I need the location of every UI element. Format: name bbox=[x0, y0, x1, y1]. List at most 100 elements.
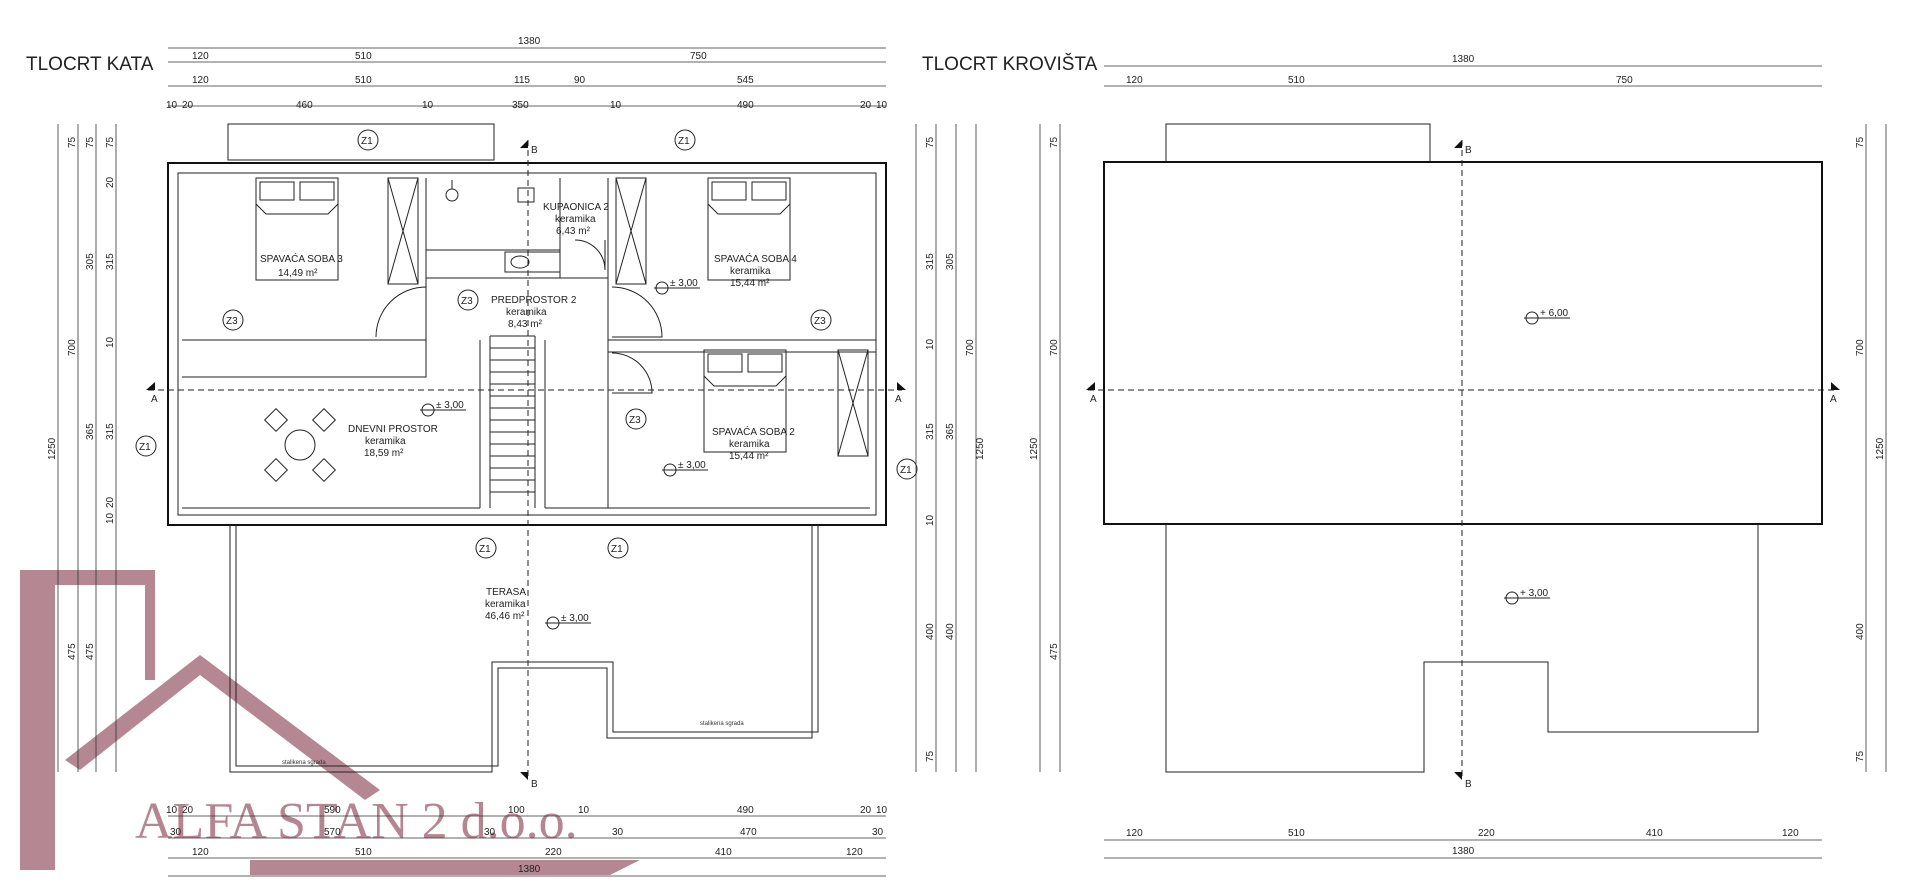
dim: 510 bbox=[355, 847, 372, 858]
dim: 410 bbox=[1646, 828, 1663, 839]
dim: 75 bbox=[1855, 136, 1866, 148]
title-floor-plan: TLOCRT KATA bbox=[26, 54, 154, 75]
dim: 100 bbox=[508, 805, 525, 816]
dim: 120 bbox=[1126, 75, 1143, 86]
room-name-bathroom-2: KUPAONICA 2 bbox=[543, 202, 609, 213]
dim: 305 bbox=[85, 253, 96, 270]
section-b-top: B bbox=[531, 145, 538, 156]
section-markers-left: A A B B bbox=[146, 140, 906, 790]
dim-total: 1380 bbox=[518, 864, 541, 875]
room-finish-hall-2: keramika bbox=[506, 307, 547, 318]
dim: 750 bbox=[1616, 75, 1633, 86]
room-name-living: DNEVNI PROSTOR bbox=[348, 424, 438, 435]
level-marker: ± 3,00 bbox=[662, 460, 708, 477]
dim: 10 bbox=[166, 805, 178, 816]
level-text: + 3,00 bbox=[1520, 588, 1549, 599]
tag-z1: Z1 bbox=[361, 136, 373, 147]
dim: 75 bbox=[925, 750, 936, 762]
level-markers-right: + 6,00 + 3,00 bbox=[1504, 308, 1570, 605]
tag-z1: Z1 bbox=[900, 465, 912, 476]
level-text: ± 3,00 bbox=[670, 278, 698, 289]
room-labels: SPAVAĆA SOBA 3 14,49 m² KUPAONICA 2 kera… bbox=[260, 202, 797, 622]
dim: 115 bbox=[514, 75, 530, 86]
bed-room-4 bbox=[707, 177, 791, 281]
section-markers-right: A A B B bbox=[1086, 140, 1840, 790]
level-marker: ± 3,00 bbox=[420, 400, 466, 417]
dim: 400 bbox=[945, 623, 956, 640]
dim-total: 1250 bbox=[1875, 437, 1886, 460]
section-b-top: B bbox=[1465, 145, 1472, 156]
dim: 475 bbox=[1049, 643, 1060, 660]
dim: 475 bbox=[67, 643, 78, 660]
room-name-hall-2: PREDPROSTOR 2 bbox=[491, 295, 577, 306]
section-a-right: A bbox=[1830, 394, 1837, 405]
title-roof-plan: TLOCRT KROVIŠTA bbox=[922, 53, 1098, 75]
dim: 30 bbox=[872, 827, 884, 838]
room-area-hall-2: 8,43 m² bbox=[508, 319, 543, 330]
dim: 10 bbox=[105, 512, 116, 524]
tag-z1: Z1 bbox=[611, 544, 623, 555]
level-marker: + 6,00 bbox=[1524, 308, 1570, 325]
dim: 75 bbox=[85, 136, 96, 148]
level-markers-left: ± 3,00 ± 3,00 ± 3,00 ± 3,00 bbox=[420, 278, 708, 630]
section-a-left: A bbox=[1090, 394, 1097, 405]
dim: 20 bbox=[105, 496, 116, 508]
dim: 570 bbox=[324, 827, 341, 838]
dim: 315 bbox=[105, 423, 116, 440]
dim: 400 bbox=[925, 623, 936, 640]
room-name-terrace: TERASA bbox=[486, 587, 526, 598]
dim: 30 bbox=[612, 827, 624, 838]
section-b-bottom: B bbox=[1465, 779, 1472, 790]
note-existing: stalikena sgrada bbox=[700, 721, 744, 727]
dim: 120 bbox=[192, 75, 209, 86]
room-area-living: 18,59 m² bbox=[364, 448, 404, 459]
dim-total: 1380 bbox=[518, 36, 541, 47]
dim: 220 bbox=[545, 847, 562, 858]
dim: 350 bbox=[512, 100, 529, 111]
dim: 75 bbox=[105, 136, 116, 148]
level-text: ± 3,00 bbox=[436, 400, 464, 411]
level-marker: ± 3,00 bbox=[545, 613, 591, 630]
floor-plan-left bbox=[148, 123, 902, 780]
dim: 475 bbox=[85, 643, 96, 660]
dim-total: 1380 bbox=[1452, 846, 1475, 857]
dim: 700 bbox=[965, 339, 976, 356]
watermark-text: ALFA STAN 2 d.o.o. bbox=[135, 793, 578, 850]
section-b-bottom: B bbox=[531, 779, 538, 790]
dim: 700 bbox=[1049, 339, 1060, 356]
tag-z3: Z3 bbox=[461, 296, 473, 307]
dim: 510 bbox=[1288, 75, 1305, 86]
dim: 700 bbox=[67, 339, 78, 356]
room-finish-living: keramika bbox=[365, 436, 406, 447]
dim-total: 1380 bbox=[1452, 54, 1475, 65]
room-area-terrace: 46,46 m² bbox=[485, 611, 525, 622]
dim: 30 bbox=[170, 827, 182, 838]
bed-room-2 bbox=[703, 349, 787, 453]
dim-total: 1250 bbox=[1029, 437, 1040, 460]
dim: 510 bbox=[355, 75, 372, 86]
dim: 90 bbox=[574, 75, 586, 86]
dim: 75 bbox=[1049, 136, 1060, 148]
tag-z3: Z3 bbox=[226, 316, 238, 327]
dim: 590 bbox=[324, 805, 341, 816]
room-name-bedroom-3: SPAVAĆA SOBA 3 bbox=[260, 252, 343, 265]
dim: 10 bbox=[105, 336, 116, 348]
dim: 30 bbox=[484, 827, 496, 838]
section-a-left: A bbox=[151, 394, 158, 405]
room-finish-terrace: keramika bbox=[485, 599, 526, 610]
tag-z1: Z1 bbox=[678, 136, 690, 147]
dimensions-right: 1380 120 510 750 120 510 220 410 120 138… bbox=[1029, 54, 1887, 859]
dim: 460 bbox=[296, 100, 313, 111]
dim: 10 bbox=[578, 805, 590, 816]
dim: 120 bbox=[1782, 828, 1799, 839]
level-text: + 6,00 bbox=[1540, 308, 1569, 319]
dim: 10 bbox=[876, 805, 888, 816]
note-existing: stalikena sgrada bbox=[282, 760, 326, 766]
tag-z1: Z1 bbox=[479, 544, 491, 555]
dim: 75 bbox=[67, 136, 78, 148]
dim: 10 bbox=[876, 100, 888, 111]
dim: 490 bbox=[737, 100, 754, 111]
dim: 120 bbox=[192, 847, 209, 858]
level-text: ± 3,00 bbox=[561, 613, 589, 624]
roof-plan-right bbox=[1088, 123, 1838, 780]
